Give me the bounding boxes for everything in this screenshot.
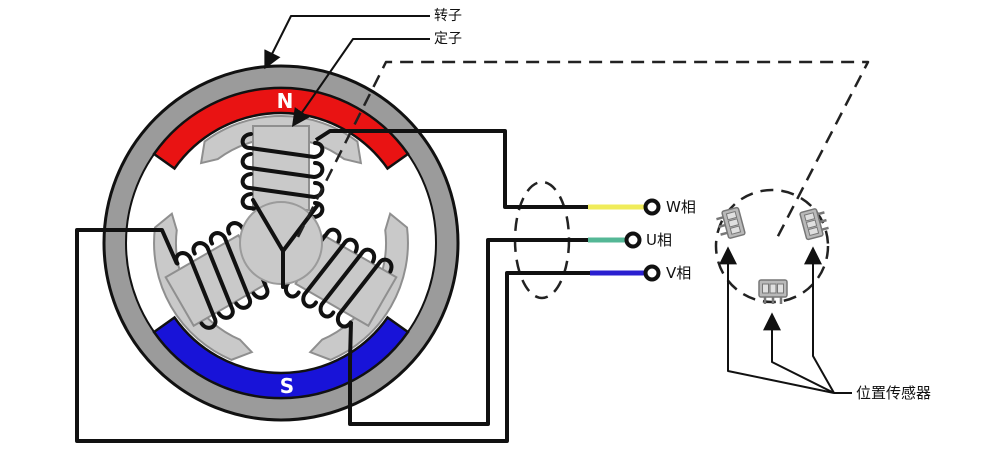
phase-v-terminal <box>643 264 661 282</box>
rotor-callout: 转子 <box>264 8 462 70</box>
motor-cross-section: N S <box>102 64 460 422</box>
phase-u-wire <box>348 238 590 426</box>
rotor-ring <box>104 66 458 420</box>
position-sensors: 位置传感器 <box>713 205 931 402</box>
stator-leader-line <box>291 38 430 127</box>
magnet-south <box>152 315 410 400</box>
phase-v-wire <box>75 228 592 443</box>
phase-w-wire <box>314 129 590 209</box>
rotor-ring-outer-outline <box>102 64 460 422</box>
rotor-label: 转子 <box>434 8 462 24</box>
winding-star-junction <box>251 198 319 289</box>
rotor-leader-line <box>264 15 430 70</box>
phase-u-label: U相 <box>646 231 672 249</box>
phase-w-label: W相 <box>666 198 696 216</box>
magnet-south-letter: S <box>280 374 294 398</box>
phase-u-terminal <box>624 231 642 249</box>
phase-w-terminal <box>643 198 661 216</box>
stator-core <box>129 114 433 378</box>
position-sensor-label: 位置传感器 <box>856 384 931 402</box>
phase-v-label: V相 <box>666 264 691 282</box>
stator-callout: 定子 <box>291 31 462 127</box>
hall-sensor-top-right <box>798 205 832 242</box>
stator-label: 定子 <box>434 31 462 47</box>
sensor-arrow-left <box>719 246 835 394</box>
sensor-arrow-right <box>804 246 835 394</box>
magnet-north-letter: N <box>277 89 294 113</box>
sensor-arrow-middle <box>763 312 835 394</box>
phase-wiring: W相 U相 V相 <box>75 129 696 443</box>
magnet-north <box>152 86 410 171</box>
sensor-location-dashed-line <box>296 60 870 241</box>
